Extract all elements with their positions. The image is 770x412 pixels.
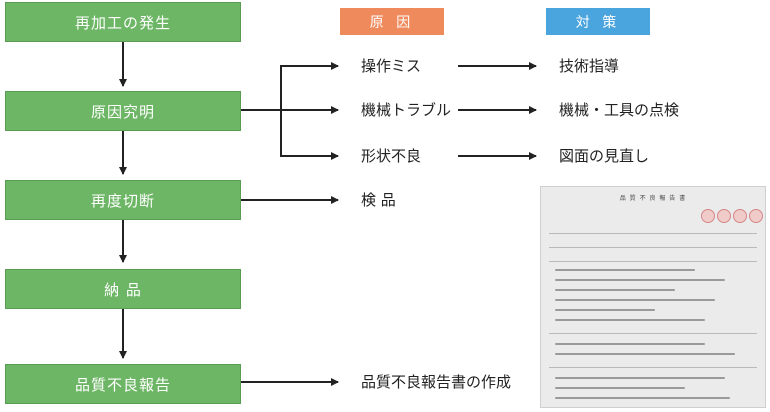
step-cause-investigation: 原因究明 — [5, 91, 241, 131]
report-photo-title: 品 質 不 良 報 告 書 — [619, 195, 687, 202]
header-cause-label: 原 因 — [369, 14, 415, 31]
handwriting-stroke — [555, 289, 675, 291]
handwriting-stroke — [555, 397, 730, 399]
cause-machine-trouble: 機械トラブル — [361, 101, 452, 119]
form-rule — [549, 367, 757, 368]
step-label: 品質不良報告 — [74, 375, 171, 394]
form-rule — [549, 333, 757, 334]
step-quality-report: 品質不良報告 — [5, 364, 241, 404]
quality-report-photo: 品 質 不 良 報 告 書 — [540, 186, 766, 408]
stamp-icon — [717, 209, 731, 223]
handwriting-stroke — [555, 353, 735, 355]
handwriting-stroke — [555, 319, 705, 321]
step-recut: 再度切断 — [5, 180, 241, 220]
step-label: 再加工の発生 — [74, 13, 171, 32]
header-cause: 原 因 — [340, 8, 444, 35]
measure-technical-guidance: 技術指導 — [559, 57, 620, 75]
step-label: 納 品 — [104, 280, 142, 299]
form-rule — [549, 261, 757, 262]
handwriting-stroke — [555, 269, 695, 271]
measure-drawing-review: 図面の見直し — [559, 147, 650, 165]
step-label: 原因究明 — [90, 102, 155, 121]
step-label: 再度切断 — [90, 191, 155, 210]
stamp-icon — [733, 209, 747, 223]
handwriting-stroke — [555, 279, 725, 281]
step-rework-occurrence: 再加工の発生 — [5, 2, 241, 42]
action-create-report: 品質不良報告書の作成 — [361, 373, 512, 391]
form-rule — [549, 233, 757, 234]
header-measure-label: 対 策 — [575, 14, 621, 31]
handwriting-stroke — [555, 343, 705, 345]
stamp-icon — [701, 209, 715, 223]
cause-operation-error: 操作ミス — [361, 57, 422, 75]
action-inspection: 検 品 — [361, 191, 396, 209]
header-measure: 対 策 — [546, 8, 650, 35]
handwriting-stroke — [555, 387, 685, 389]
form-rule — [549, 247, 757, 248]
measure-equipment-inspection: 機械・工具の点検 — [559, 101, 680, 119]
cause-shape-defect: 形状不良 — [361, 147, 422, 165]
handwriting-stroke — [555, 377, 725, 379]
handwriting-stroke — [555, 309, 655, 311]
step-delivery: 納 品 — [5, 269, 241, 309]
stamp-icon — [749, 209, 763, 223]
handwriting-stroke — [555, 299, 715, 301]
